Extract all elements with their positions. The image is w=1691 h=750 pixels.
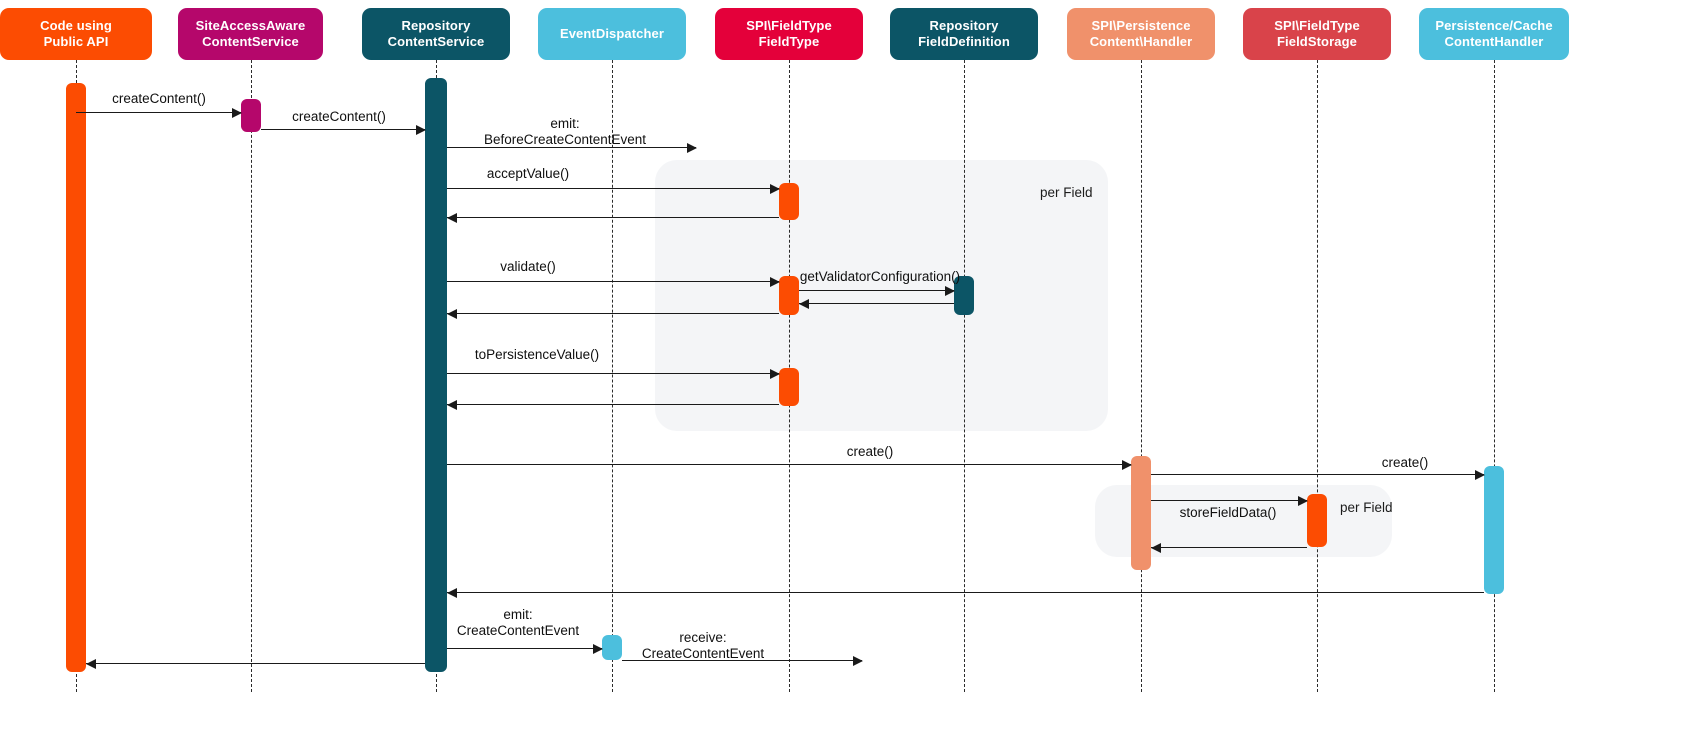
arrowhead-icon bbox=[86, 658, 96, 669]
lifeline-persistence-handler bbox=[1141, 60, 1142, 692]
message-line-msg-validate bbox=[447, 281, 779, 282]
message-label-msg-emit-create: emit: CreateContentEvent bbox=[456, 607, 580, 638]
message-label-msg-receive-create: receive: CreateContentEvent bbox=[641, 630, 765, 661]
message-label-msg-create-2: create() bbox=[1381, 455, 1429, 470]
arrowhead-icon bbox=[447, 212, 457, 223]
participant-persistence-handler[interactable]: SPI\Persistence Content\Handler bbox=[1067, 8, 1215, 60]
activation-act-cache bbox=[1484, 466, 1504, 594]
message-line-msg-final-return bbox=[86, 663, 425, 664]
lifeline-event-dispatcher bbox=[612, 60, 613, 692]
message-line-msg-create-content-1 bbox=[76, 112, 241, 113]
message-line-msg-create-1 bbox=[447, 464, 1131, 465]
participant-fieldtype[interactable]: SPI\FieldType FieldType bbox=[715, 8, 863, 60]
arrowhead-icon bbox=[447, 587, 457, 598]
activation-act-fieldtype-3 bbox=[779, 368, 799, 406]
message-label-msg-create-1: create() bbox=[846, 444, 894, 459]
arrowhead-icon bbox=[593, 643, 603, 654]
lifeline-cache-handler bbox=[1494, 60, 1495, 692]
activation-act-public-api bbox=[66, 83, 86, 672]
arrowhead-icon bbox=[1151, 542, 1161, 553]
message-label-msg-get-validator: getValidatorConfiguration() bbox=[799, 269, 961, 284]
arrowhead-icon bbox=[1298, 495, 1308, 506]
message-line-msg-create-ret bbox=[447, 592, 1484, 593]
message-label-msg-store-field-data: storeFieldData() bbox=[1179, 505, 1277, 520]
message-line-msg-accept-value-ret bbox=[447, 217, 779, 218]
participant-event-dispatcher[interactable]: EventDispatcher bbox=[538, 8, 686, 60]
activation-act-repository bbox=[425, 78, 447, 672]
message-label-msg-to-persistence: toPersistenceValue() bbox=[474, 347, 600, 362]
participant-field-storage[interactable]: SPI\FieldType FieldStorage bbox=[1243, 8, 1391, 60]
arrowhead-icon bbox=[770, 276, 780, 287]
message-line-msg-store-field-ret bbox=[1151, 547, 1307, 548]
arrowhead-icon bbox=[945, 285, 955, 296]
message-line-msg-emit-before bbox=[447, 147, 696, 148]
message-line-msg-validate-ret bbox=[447, 313, 779, 314]
message-label-msg-accept-value: acceptValue() bbox=[486, 166, 570, 181]
message-line-msg-receive-create bbox=[622, 660, 862, 661]
arrowhead-icon bbox=[853, 655, 863, 666]
activation-act-fieldtype-1 bbox=[779, 183, 799, 220]
message-line-msg-accept-value bbox=[447, 188, 779, 189]
participant-siteaccessaware[interactable]: SiteAccessAware ContentService bbox=[178, 8, 323, 60]
arrowhead-icon bbox=[447, 308, 457, 319]
message-label-msg-emit-before: emit: BeforeCreateContentEvent bbox=[483, 116, 647, 147]
activation-act-dispatcher bbox=[602, 635, 622, 660]
participant-field-definition[interactable]: Repository FieldDefinition bbox=[890, 8, 1038, 60]
activation-act-siteaccessaware bbox=[241, 99, 261, 132]
message-line-msg-store-field-data bbox=[1151, 500, 1307, 501]
activation-act-persistence bbox=[1131, 456, 1151, 570]
message-line-msg-create-content-2 bbox=[261, 129, 425, 130]
participant-public-api[interactable]: Code using Public API bbox=[0, 8, 152, 60]
arrowhead-icon bbox=[687, 142, 697, 153]
fragment-box bbox=[655, 160, 1108, 431]
activation-act-fielddef bbox=[954, 276, 974, 315]
arrowhead-icon bbox=[770, 183, 780, 194]
message-line-msg-to-persistence bbox=[447, 373, 779, 374]
arrowhead-icon bbox=[799, 298, 809, 309]
message-label-msg-create-content-1: createContent() bbox=[112, 91, 206, 106]
message-line-msg-to-persist-ret bbox=[447, 404, 779, 405]
message-label-msg-validate: validate() bbox=[500, 259, 556, 274]
arrowhead-icon bbox=[1122, 459, 1132, 470]
activation-act-fieldtype-2 bbox=[779, 276, 799, 315]
fragment-label: per Field bbox=[1040, 185, 1093, 200]
lifeline-field-definition bbox=[964, 60, 965, 692]
arrowhead-icon bbox=[770, 368, 780, 379]
participant-cache-handler[interactable]: Persistence/Cache ContentHandler bbox=[1419, 8, 1569, 60]
lifeline-field-storage bbox=[1317, 60, 1318, 692]
message-line-msg-create-2 bbox=[1151, 474, 1484, 475]
participant-repository-content[interactable]: Repository ContentService bbox=[362, 8, 510, 60]
fragment-label: per Field bbox=[1340, 500, 1393, 515]
arrowhead-icon bbox=[447, 399, 457, 410]
arrowhead-icon bbox=[232, 107, 242, 118]
message-label-msg-create-content-2: createContent() bbox=[292, 109, 386, 124]
arrowhead-icon bbox=[416, 124, 426, 135]
arrowhead-icon bbox=[1475, 469, 1485, 480]
message-line-msg-emit-create bbox=[447, 648, 602, 649]
lifeline-siteaccessaware bbox=[251, 60, 252, 692]
activation-act-fieldstorage bbox=[1307, 494, 1327, 547]
message-line-msg-get-validator bbox=[799, 290, 954, 291]
message-line-msg-get-validator-ret bbox=[799, 303, 954, 304]
